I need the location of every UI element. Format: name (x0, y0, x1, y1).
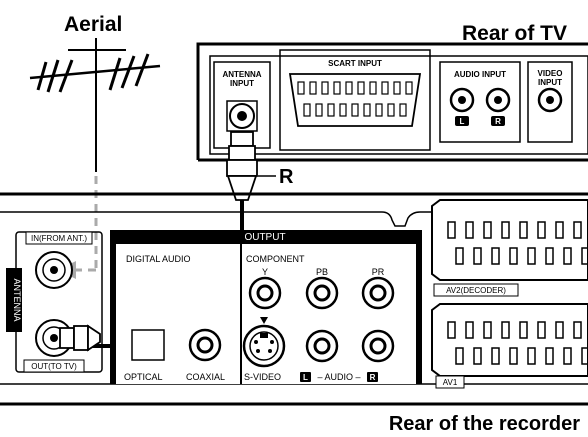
in-from-ant-label: IN(FROM ANT.) (31, 234, 87, 243)
component-label: COMPONENT (246, 254, 305, 264)
out-to-tv-label: OUT(TO TV) (31, 362, 77, 371)
tv-rear-panel (196, 42, 588, 162)
coaxial-jack (188, 328, 222, 362)
s-video-label: S-VIDEO (244, 372, 281, 382)
audio-out-label: L – AUDIO – R (300, 372, 378, 382)
output-label: OUTPUT (244, 232, 285, 243)
svg-text:– AUDIO –: – AUDIO – (317, 372, 360, 382)
svg-text:L: L (460, 117, 465, 126)
svg-text:INPUT: INPUT (230, 79, 254, 88)
rf-plug-recorder (59, 324, 101, 352)
svg-text:SCART INPUT: SCART INPUT (328, 59, 382, 68)
optical-jack (131, 329, 165, 361)
tv-scart-input: SCART INPUT (279, 49, 431, 151)
cable-label-r: R (279, 166, 294, 188)
scart-av1-connector: AV1 (431, 303, 588, 389)
rear-of-tv-label: Rear of TV (462, 22, 567, 45)
svg-text:VIDEO: VIDEO (538, 69, 563, 78)
svg-text:Y: Y (262, 267, 268, 277)
antenna-vertical-label: ANTENNA (12, 278, 22, 321)
aerial-antenna-icon (29, 38, 161, 172)
optical-label: OPTICAL (124, 372, 163, 382)
tv-audio-input: AUDIO INPUT L R (439, 61, 521, 143)
svg-text:ANTENNA: ANTENNA (222, 70, 261, 79)
aerial-label: Aerial (64, 13, 122, 36)
digital-audio-label: DIGITAL AUDIO (126, 254, 191, 264)
svg-text:INPUT: INPUT (538, 78, 562, 87)
svg-text:R: R (370, 373, 376, 382)
tv-video-input: VIDEO INPUT (527, 61, 573, 143)
svg-text:PB: PB (316, 267, 328, 277)
scart-av2-connector: AV2(DECODER) (431, 199, 588, 297)
component-jacks (248, 276, 395, 310)
rear-of-recorder-label: Rear of the recorder (389, 413, 580, 435)
av1-label: AV1 (443, 378, 458, 387)
audio-output-jacks (305, 329, 395, 363)
svg-text:R: R (495, 117, 501, 126)
s-video-jack (242, 317, 286, 368)
av2-label: AV2(DECODER) (446, 286, 506, 295)
svg-text:L: L (303, 373, 308, 382)
svg-text:PR: PR (372, 267, 385, 277)
svg-text:AUDIO INPUT: AUDIO INPUT (454, 70, 506, 79)
recorder-rear-panel (0, 192, 588, 406)
coaxial-label: COAXIAL (186, 372, 225, 382)
